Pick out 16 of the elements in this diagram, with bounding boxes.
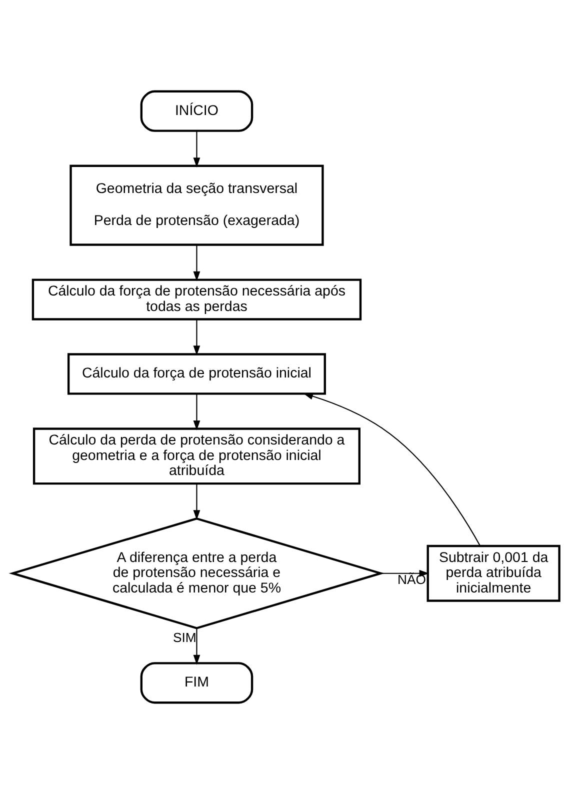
- node-box: INÍCIO: [140, 90, 254, 132]
- edge-label: SIM: [173, 630, 196, 645]
- node-box: Cálculo da perda de protensão considerando a geometria e a força de protensão inicial atribuída: [32, 427, 360, 484]
- node-box: Subtrair 0,001 da perda atribuída inicialmente: [426, 544, 560, 602]
- arrow: [193, 628, 200, 664]
- node-box: Cálculo da força de protensão necessária após todas as perdas: [32, 278, 362, 320]
- arrow: [193, 483, 200, 520]
- arrow: [193, 244, 200, 281]
- node-box: Cálculo da força de protensão inicial: [67, 352, 326, 394]
- arrow: [193, 319, 200, 355]
- arrow: [303, 392, 481, 546]
- node-box: Geometria da seção transversal Perda de protensão (exagerada): [70, 164, 324, 246]
- arrow: [193, 394, 200, 430]
- node-box: FIM: [140, 662, 254, 704]
- node-diamond: A diferença entre a perda de protensão necessária e calculada é menor que 5%: [8, 516, 385, 629]
- arrow: [193, 130, 200, 167]
